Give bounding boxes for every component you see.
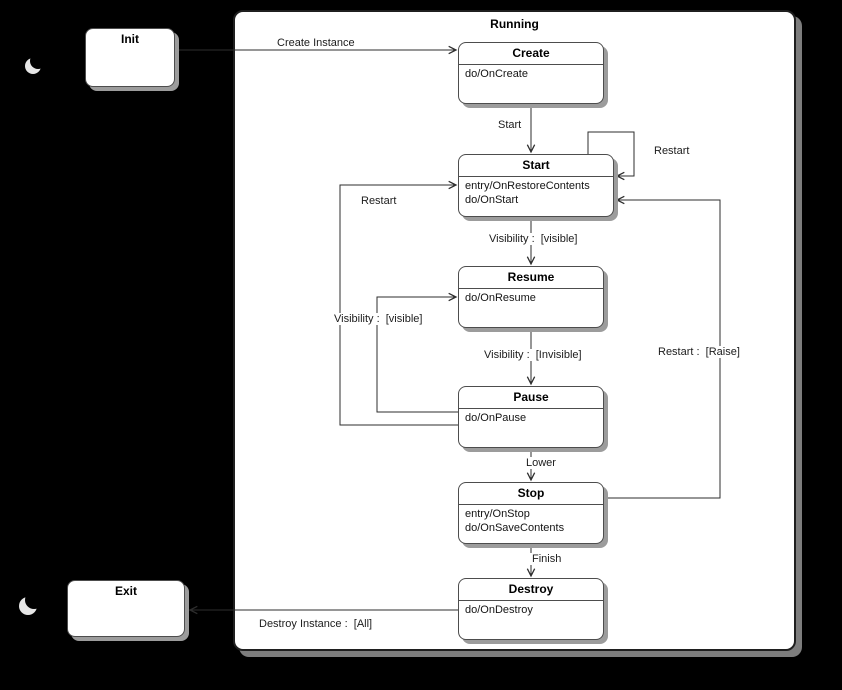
transition-label-lower: Lower — [524, 457, 558, 469]
state-node-exit[interactable]: Exit — [67, 580, 185, 637]
state-action-line: do/OnCreate — [465, 68, 528, 80]
state-actions: entry/OnStop do/OnSaveContents — [459, 505, 603, 539]
state-action-line: entry/OnRestoreContents — [465, 180, 590, 192]
state-action-line: do/OnPause — [465, 412, 527, 424]
transition-label-restart-back: Restart — [359, 195, 399, 207]
state-title: Pause — [459, 387, 603, 409]
state-title: Create — [459, 43, 603, 65]
state-node-pause[interactable]: Pause do/OnPause — [458, 386, 604, 448]
state-title: Stop — [459, 483, 603, 505]
state-title: Resume — [459, 267, 603, 289]
composite-state-title: Running — [490, 17, 539, 31]
state-node-destroy[interactable]: Destroy do/OnDestroy — [458, 578, 604, 640]
transition-label-restart-raise: Restart : [Raise] — [656, 346, 742, 358]
state-actions: do/OnDestroy — [459, 601, 603, 621]
state-actions: do/OnCreate — [459, 65, 603, 85]
state-title: Start — [459, 155, 613, 177]
state-node-init[interactable]: Init — [85, 28, 175, 87]
transition-label-start: Start — [496, 119, 524, 131]
state-node-stop[interactable]: Stop entry/OnStop do/OnSaveContents — [458, 482, 604, 544]
state-action-line: do/OnSaveContents — [465, 521, 565, 534]
state-action-line: do/OnStart — [465, 193, 519, 206]
crescent-moon-icon-bottom — [19, 591, 43, 615]
composite-state-running[interactable]: Running — [233, 10, 796, 651]
state-node-create[interactable]: Create do/OnCreate — [458, 42, 604, 104]
state-title: Destroy — [459, 579, 603, 601]
state-action-line: do/OnDestroy — [465, 604, 533, 616]
state-actions: do/OnResume — [459, 289, 603, 309]
crescent-moon-icon-top — [25, 53, 46, 74]
state-actions: do/OnPause — [459, 409, 603, 429]
transition-label-visibility-visible: Visibility : [visible] — [487, 233, 580, 245]
state-actions: entry/OnRestoreContents do/OnStart — [459, 177, 613, 211]
transition-label-finish: Finish — [530, 553, 564, 565]
state-title: Exit — [114, 584, 137, 598]
transition-label-destroy-instance: Destroy Instance : [All] — [257, 618, 375, 630]
transition-label-restart-self: Restart — [652, 145, 692, 157]
state-node-resume[interactable]: Resume do/OnResume — [458, 266, 604, 328]
state-action-line: entry/OnStop — [465, 508, 530, 520]
state-title: Init — [121, 32, 139, 46]
transition-label-visibility-invisible: Visibility : [Invisible] — [482, 349, 584, 361]
transition-label-visibility-visible-back: Visibility : [visible] — [332, 313, 425, 325]
transition-label-create-instance: Create Instance — [275, 37, 357, 49]
state-action-line: do/OnResume — [465, 292, 536, 304]
state-node-start[interactable]: Start entry/OnRestoreContents do/OnStart — [458, 154, 614, 217]
